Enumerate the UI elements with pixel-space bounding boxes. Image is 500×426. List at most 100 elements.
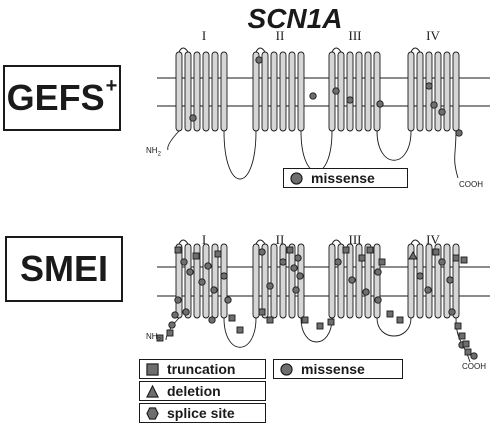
truncation-marker [266,316,274,324]
truncation-marker [396,316,404,324]
smei-legend-truncation: truncation [139,359,266,379]
deletion-triangle-icon [146,384,159,398]
extracellular-loop [331,239,342,245]
domain-label-i: I [201,28,207,43]
missense-marker [290,264,298,272]
missense-marker [174,296,182,304]
smei-domain-label-iii: III [348,232,362,247]
helix-segment [261,51,269,132]
truncation-marker [378,258,386,266]
missense-marker [455,129,463,137]
missense-marker [424,286,432,294]
missense-marker [430,101,438,109]
smei-channel-topology [165,239,471,363]
gefs-label-sup: + [105,74,118,97]
helix-segment [373,51,381,132]
truncation-marker [460,256,468,264]
truncation-marker [454,322,462,330]
helix-segment [252,243,260,319]
missense-marker [348,276,356,284]
legend-label: truncation [167,361,236,377]
missense-marker [180,258,188,266]
truncation-marker [228,314,236,322]
helix-segment [297,51,305,132]
smei-legend-splice-site: splice site [139,403,266,423]
missense-marker [296,272,304,280]
missense-marker [374,296,382,304]
missense-marker [374,268,382,276]
legend-label: missense [301,361,365,377]
helix-segment [270,243,278,319]
smei-mutation-markers [156,246,478,360]
missense-marker [346,96,354,104]
gefs-c-terminus: COOH [459,180,483,189]
missense-circle-icon [290,171,303,185]
smei-domain-label-i: I [201,232,207,247]
gefs-label: GEFS [6,77,105,118]
missense-marker [208,316,216,324]
truncation-marker [462,340,470,348]
truncation-marker [214,250,222,258]
missense-marker [204,262,212,270]
missense-marker [362,288,370,296]
missense-marker [189,114,197,122]
helix-segment [193,51,201,132]
truncation-marker [301,316,309,324]
helix-segment [364,51,372,132]
extracellular-loop [331,47,342,53]
legend-label: splice site [167,405,235,421]
helix-segment [443,51,451,132]
truncation-marker [386,310,394,318]
helix-segment [175,243,183,319]
smei-label-box: SMEI [5,236,123,302]
extracellular-loop [178,239,189,245]
missense-marker [438,108,446,116]
truncation-marker [258,308,266,316]
smei-legend-missense: missense [273,359,403,379]
helix-segment [425,51,433,132]
gefs-legend-missense: missense [283,168,408,188]
helix-segment [407,51,415,132]
legend-label: missense [311,170,375,186]
truncation-marker [316,322,324,330]
helix-segment [373,243,381,319]
helix-segment [355,51,363,132]
truncation-marker [236,326,244,334]
truncation-marker [327,318,335,326]
helix-segment [279,51,287,132]
gefs-n-terminus: NH2 [146,146,161,158]
missense-marker [186,268,194,276]
helix-segment [288,243,296,319]
smei-domain-label-ii: II [275,232,285,247]
missense-marker [376,100,384,108]
truncation-marker [342,246,350,254]
missense-marker [258,248,266,256]
extracellular-loop [255,47,266,53]
missense-marker [334,258,342,266]
missense-marker [168,321,176,329]
missense-marker [446,276,454,284]
truncation-marker [432,248,440,256]
smei-c-terminus: COOH [462,362,486,371]
missense-marker [309,92,317,100]
truncation-marker [358,254,366,262]
helix-segment [220,51,228,132]
legend-label: deletion [167,383,221,399]
missense-marker [470,352,478,360]
missense-marker [279,258,287,266]
missense-marker [416,272,424,280]
missense-marker [210,286,218,294]
missense-marker [332,87,340,95]
truncation-marker [464,348,472,356]
truncation-marker [458,332,466,340]
missense-marker [198,278,206,286]
helix-segment [346,51,354,132]
domain-label-ii: II [275,28,285,43]
gene-title: SCN1A [247,3,343,34]
truncation-marker [166,329,174,337]
gefs-mutation-markers [189,56,463,137]
domain-label-iii: III [348,28,362,43]
truncation-marker [192,252,200,260]
helix-segment [337,243,345,319]
